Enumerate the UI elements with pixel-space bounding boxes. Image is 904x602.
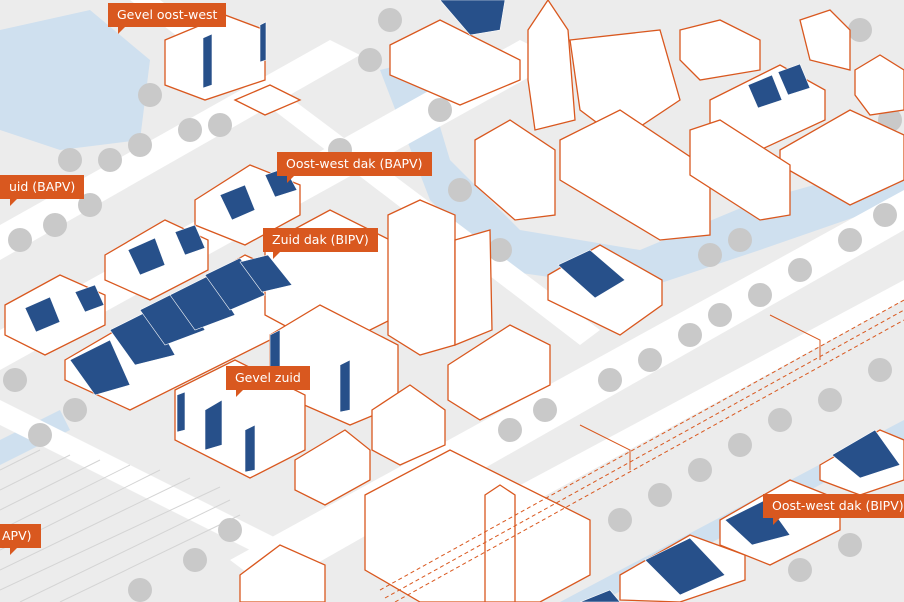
label-oost-west-dak-bipv: Oost-west dak (BIPV) — [763, 494, 904, 525]
water — [0, 10, 904, 602]
label-zuid-bapv: uid (BAPV) — [0, 175, 85, 206]
trees — [3, 8, 902, 602]
railway — [379, 299, 904, 602]
label-oost-west-dak-bapv: Oost-west dak (BAPV) — [277, 152, 432, 183]
label-gevel-oost-west: Gevel oost-west — [108, 3, 227, 34]
label-apv-cut: APV) — [0, 524, 41, 555]
buildings — [4, 0, 904, 602]
field — [0, 449, 241, 602]
label-gevel-zuid: Gevel zuid — [226, 366, 310, 397]
label-zuid-dak-bipv: Zuid dak (BIPV) — [263, 228, 378, 259]
